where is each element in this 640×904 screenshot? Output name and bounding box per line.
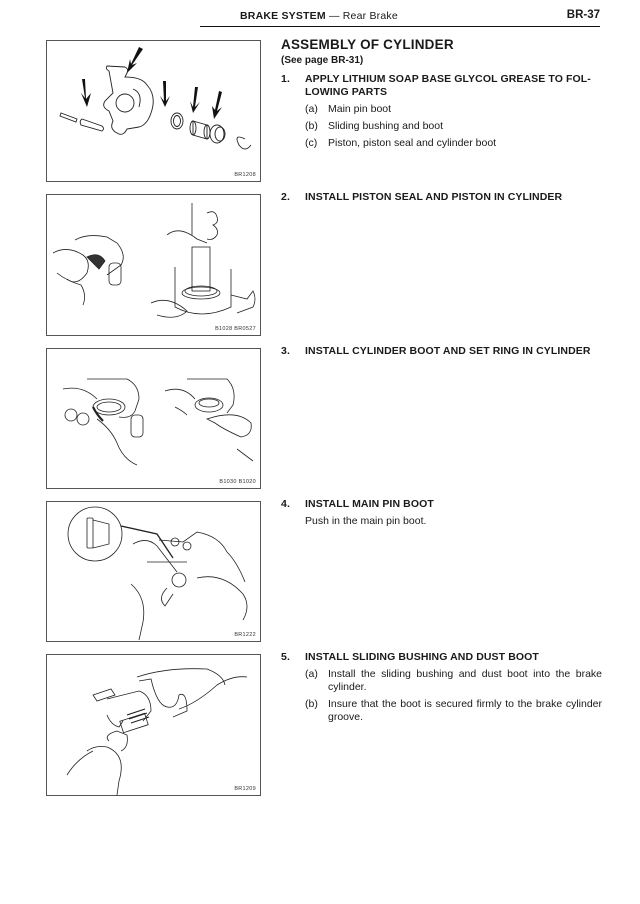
item-label: (a)	[305, 668, 318, 680]
step-number: 4.	[281, 498, 290, 510]
figure-code: B1030 B1020	[219, 479, 256, 485]
step-2: 2. INSTALL PISTON SEAL AND PISTON IN CYL…	[281, 191, 603, 204]
figure-code: BR1222	[234, 632, 256, 638]
cylinder-boot-illustration	[62, 378, 254, 466]
step-2-heading: 2. INSTALL PISTON SEAL AND PISTON IN CYL…	[281, 191, 603, 204]
header-title: BRAKE SYSTEM — Rear Brake	[240, 10, 398, 22]
item-text: Sliding bushing and boot	[328, 120, 444, 132]
figure-2: B1028 BR0527	[46, 194, 261, 336]
figure-1: BR1208	[46, 40, 261, 182]
header-subsection: Rear Brake	[342, 10, 398, 22]
list-item: (b) Sliding bushing and boot	[305, 120, 603, 133]
step-3: 3. INSTALL CYLINDER BOOT AND SET RING IN…	[281, 345, 603, 358]
figure-code: B1028 BR0527	[215, 326, 256, 332]
figure-code: BR1208	[234, 172, 256, 178]
item-label: (a)	[305, 103, 318, 115]
step-1-heading: 1. APPLY LITHIUM SOAP BASE GLYCOL GREASE…	[281, 73, 603, 99]
step-4: 4. INSTALL MAIN PIN BOOT Push in the mai…	[281, 498, 603, 527]
step-4-heading: 4. INSTALL MAIN PIN BOOT	[281, 498, 603, 511]
step-body: Push in the main pin boot.	[305, 515, 427, 527]
item-label: (c)	[305, 137, 318, 149]
step-title-line1: APPLY LITHIUM SOAP BASE GLYCOL GREASE TO…	[305, 73, 591, 85]
figure-3: B1030 B1020	[46, 348, 261, 489]
sliding-bushing-illustration	[66, 668, 248, 796]
figure-4: BR1222	[46, 501, 261, 642]
piston-seal-illustration	[52, 203, 256, 318]
step-3-heading: 3. INSTALL CYLINDER BOOT AND SET RING IN…	[281, 345, 603, 358]
figure-5: BR1209	[46, 654, 261, 796]
item-text: Piston, piston seal and cylinder boot	[328, 137, 497, 149]
step-title: INSTALL PISTON SEAL AND PISTON IN CYLIND…	[305, 191, 563, 203]
step-title: APPLY LITHIUM SOAP BASE GLYCOL GREASE TO…	[305, 73, 591, 99]
list-item: (a) Install the sliding bushing and dust …	[305, 668, 603, 694]
header-section: BRAKE SYSTEM	[240, 10, 326, 22]
section-assembly-of-cylinder: ASSEMBLY OF CYLINDER (See page BR-31) 1.…	[281, 37, 603, 150]
item-label: (b)	[305, 698, 318, 710]
caliper-exploded-illustration	[59, 47, 252, 150]
step-number: 3.	[281, 345, 290, 357]
list-item: (c) Piston, piston seal and cylinder boot	[305, 137, 603, 150]
list-item: (b) Insure that the boot is secured firml…	[305, 698, 603, 724]
step-1-items: (a) Main pin boot (b) Sliding bushing and …	[305, 103, 603, 150]
item-text: Main pin boot	[328, 103, 392, 115]
step-title-line2: LOWING PARTS	[305, 86, 388, 98]
page-header: BRAKE SYSTEM — Rear Brake BR-37	[200, 7, 600, 27]
step-5-heading: 5. INSTALL SLIDING BUSHING AND DUST BOOT	[281, 651, 603, 664]
section-title: ASSEMBLY OF CYLINDER	[281, 37, 454, 52]
figure-code: BR1209	[234, 786, 256, 792]
list-item: (a) Main pin boot	[305, 103, 603, 116]
item-text: Insure that the boot is secured firmly t…	[328, 698, 602, 723]
header-separator: —	[325, 10, 343, 22]
step-number: 1.	[281, 73, 290, 85]
page-reference: (See page BR-31)	[281, 55, 364, 66]
item-label: (b)	[305, 120, 318, 132]
step-title: INSTALL SLIDING BUSHING AND DUST BOOT	[305, 651, 539, 663]
step-number: 2.	[281, 191, 290, 203]
step-number: 5.	[281, 651, 290, 663]
step-title: INSTALL MAIN PIN BOOT	[305, 498, 434, 510]
page-number: BR-37	[566, 9, 600, 21]
main-pin-boot-illustration	[67, 506, 248, 641]
step-5: 5. INSTALL SLIDING BUSHING AND DUST BOOT…	[281, 651, 603, 724]
step-title: INSTALL CYLINDER BOOT AND SET RING IN CY…	[305, 345, 591, 357]
step-5-items: (a) Install the sliding bushing and dust …	[305, 668, 603, 724]
item-text: Install the sliding bushing and dust boo…	[328, 668, 602, 693]
